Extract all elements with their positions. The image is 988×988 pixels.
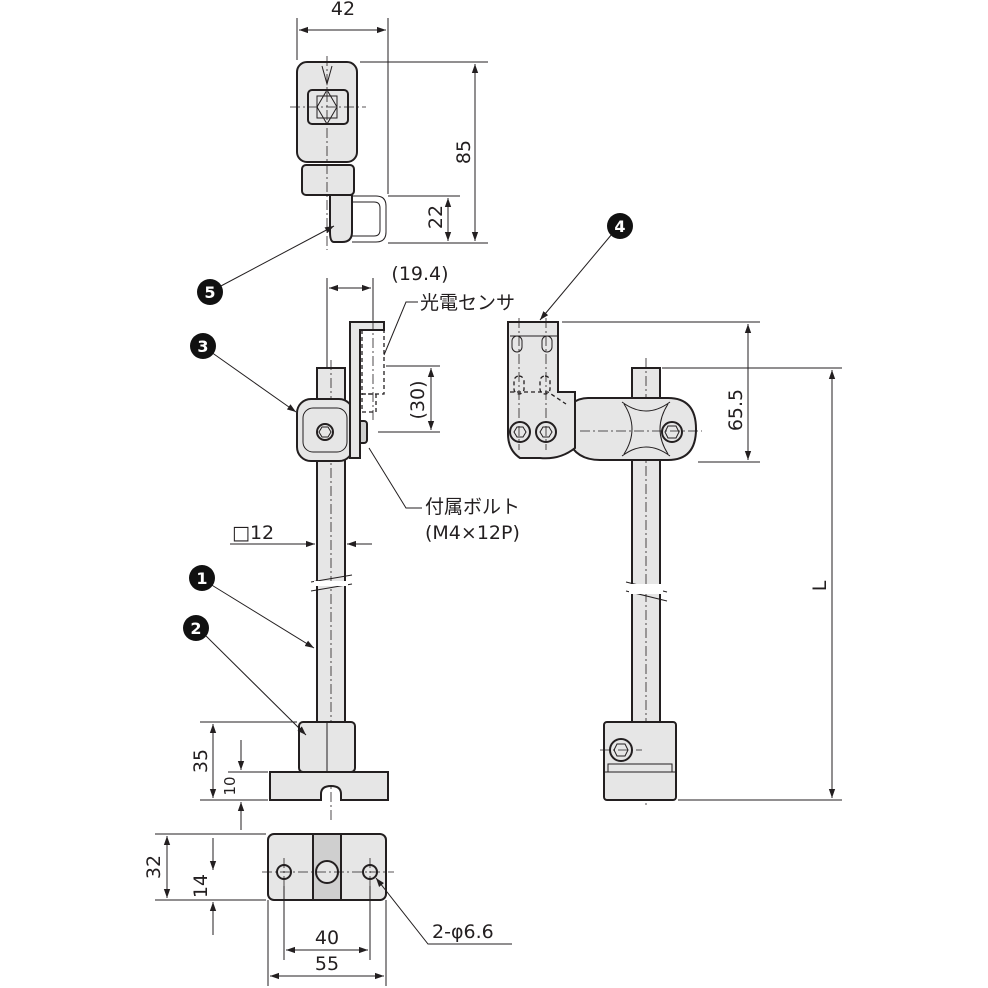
- dim-text-bracket-height: 65.5: [725, 389, 747, 431]
- dim-text-hole-spec: 2-φ6.6: [432, 921, 494, 943]
- dim-text-hole-pitch: 40: [315, 927, 339, 949]
- dim-sensor-height: (30): [378, 365, 440, 433]
- dim-length: L: [662, 367, 842, 801]
- dim-text-plate-depth: 32: [143, 855, 165, 879]
- callout-1: 1: [189, 565, 215, 591]
- callout-5: 5: [197, 279, 223, 305]
- dim-text-length: L: [809, 580, 831, 591]
- callout-4-label: 4: [614, 217, 625, 236]
- dim-text-top-lower: 22: [425, 205, 447, 229]
- dim-plate-depth: 32: [143, 833, 266, 901]
- dim-text-base-plate: 10: [221, 776, 239, 795]
- dim-hole-spec: 2-φ6.6: [375, 877, 512, 945]
- dim-rod-section: □12: [230, 522, 372, 548]
- callout-4: 4: [607, 213, 633, 239]
- base-plan-view: [262, 833, 394, 901]
- dim-top-lower: 22: [388, 195, 460, 241]
- label-bolt: 付属ボルト: [425, 496, 520, 518]
- dim-top-width: 42: [296, 0, 389, 194]
- dim-top-height: 85: [360, 61, 488, 244]
- label-bolt-spec: (M4×12P): [425, 522, 520, 544]
- dim-text-rod-section: □12: [232, 522, 274, 544]
- dim-text-plate-width: 55: [315, 953, 339, 975]
- dim-text-top-width: 42: [331, 0, 355, 20]
- dim-text-hole-offset: 14: [190, 874, 212, 898]
- dim-bracket-height: 65.5: [562, 321, 760, 463]
- dim-sensor-offset: (19.4): [326, 263, 449, 368]
- callout-2: 2: [183, 615, 209, 641]
- dim-hole-offset: 14: [190, 838, 217, 935]
- callout-5-label: 5: [204, 283, 215, 302]
- callout-3: 3: [190, 333, 216, 359]
- front-view: [269, 320, 390, 820]
- dim-text-base-height: 35: [190, 749, 212, 773]
- dim-base-height: 35 10: [190, 721, 297, 830]
- side-view: [507, 318, 702, 806]
- top-view: [290, 56, 387, 250]
- label-photoelectric-sensor: 光電センサ: [420, 292, 515, 314]
- dim-plate-width: 55: [267, 900, 387, 986]
- dim-hole-pitch: 40: [283, 886, 371, 960]
- callout-3-label: 3: [197, 337, 208, 356]
- dim-text-sensor-offset: (19.4): [391, 263, 448, 285]
- dim-text-top-height: 85: [453, 140, 475, 164]
- callout-2-label: 2: [190, 619, 201, 638]
- dim-text-sensor-height: (30): [407, 380, 429, 419]
- callout-1-label: 1: [196, 569, 207, 588]
